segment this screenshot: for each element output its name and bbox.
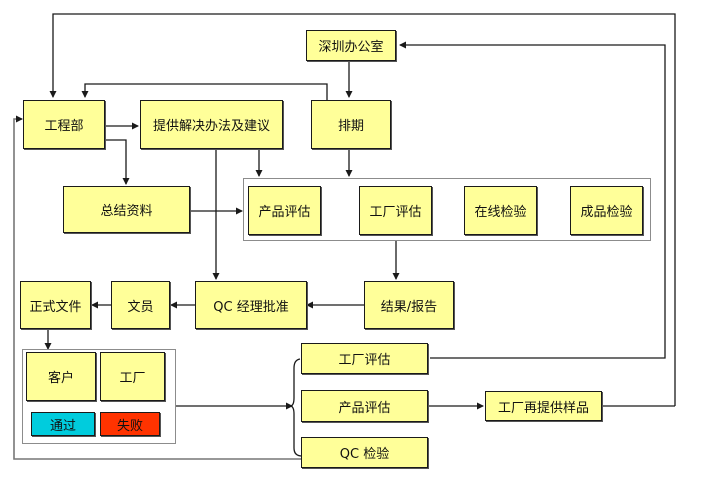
node-results-report[interactable]: 结果/报告 bbox=[364, 281, 454, 329]
node-qc-manager-approval[interactable]: QC 经理批准 bbox=[195, 281, 307, 329]
node-qc-inspection[interactable]: QC 检验 bbox=[301, 437, 428, 468]
connector-outer-loop-to-engineering bbox=[49, 13, 676, 406]
node-shenzhen-office[interactable]: 深圳办公室 bbox=[306, 30, 396, 61]
node-factory-resample[interactable]: 工厂再提供样品 bbox=[485, 391, 602, 421]
evaluation-group bbox=[243, 178, 651, 241]
node-customer[interactable]: 客户 bbox=[26, 352, 96, 401]
node-engineering[interactable]: 工程部 bbox=[23, 100, 105, 149]
node-product-eval-2[interactable]: 产品评估 bbox=[301, 390, 428, 422]
connector-qc-inspection-to-engineering bbox=[13, 115, 302, 460]
node-factory[interactable]: 工厂 bbox=[100, 352, 165, 401]
node-summary-docs[interactable]: 总结资料 bbox=[63, 186, 190, 233]
outcome-group bbox=[22, 349, 176, 444]
status-fail[interactable]: 失败 bbox=[100, 412, 160, 436]
status-pass[interactable]: 通过 bbox=[31, 412, 95, 436]
node-clerk[interactable]: 文员 bbox=[111, 281, 170, 329]
node-factory-eval[interactable]: 工厂评估 bbox=[359, 186, 432, 235]
connector-engineering-to-summary bbox=[105, 139, 130, 185]
node-factory-eval-2[interactable]: 工厂评估 bbox=[301, 343, 428, 374]
node-schedule[interactable]: 排期 bbox=[311, 100, 391, 149]
node-provide-solution[interactable]: 提供解决办法及建议 bbox=[140, 100, 283, 149]
connector-schedule-to-engineering bbox=[81, 83, 328, 100]
connector-factory-eval-to-office bbox=[399, 41, 666, 359]
node-final-inspection[interactable]: 成品检验 bbox=[570, 186, 643, 235]
node-formal-document[interactable]: 正式文件 bbox=[20, 281, 91, 329]
brace-bracket bbox=[289, 358, 303, 457]
node-inline-inspection[interactable]: 在线检验 bbox=[464, 186, 537, 235]
node-product-eval[interactable]: 产品评估 bbox=[248, 186, 321, 235]
